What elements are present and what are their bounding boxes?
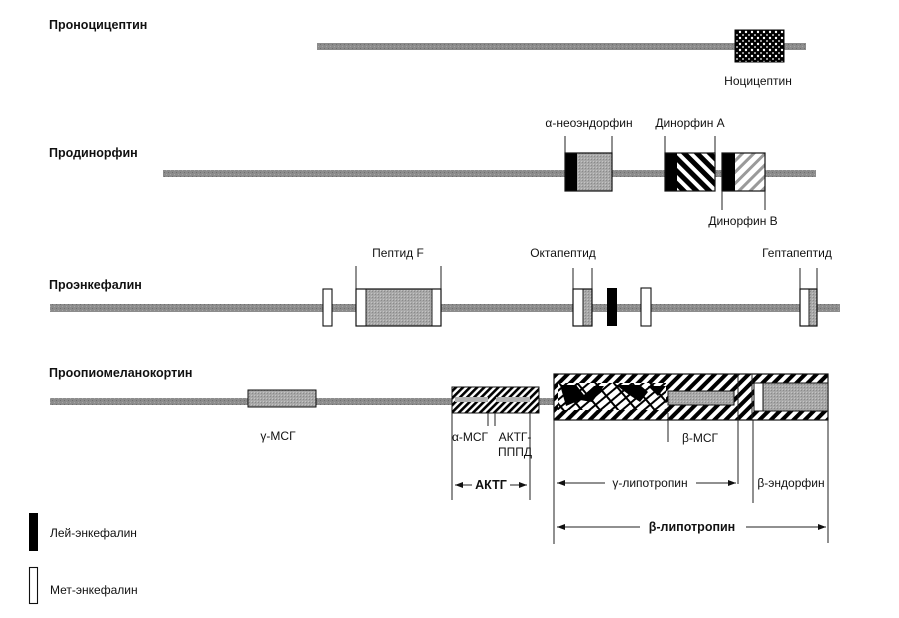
met-enkephalin-segment xyxy=(356,289,366,326)
legend-swatch-black xyxy=(29,513,38,551)
protein-strand xyxy=(317,43,806,50)
acth-block: α-МСГ АКТГ- ПППД АКТГ xyxy=(451,386,540,500)
peptide-heptapeptide: Гептапептид xyxy=(762,246,832,327)
peptide-segment xyxy=(809,289,817,326)
leu-enkephalin-segment xyxy=(665,153,677,191)
legend-item-met-enkephalin: Мет-энкефалин xyxy=(28,566,138,605)
dark-patch xyxy=(560,385,604,406)
span-label: β-липотропин xyxy=(649,520,735,534)
peptide-dynorphin-b: Динорфин В xyxy=(708,152,778,228)
protein-strand xyxy=(50,304,840,312)
met-enkephalin-segment xyxy=(432,289,441,326)
peptide-segment xyxy=(735,153,765,191)
peptide-segment xyxy=(677,153,715,191)
peptide-octapeptide: Октапептид xyxy=(530,246,596,327)
nociceptin-block xyxy=(734,29,785,63)
span-gamma-lipotropin: γ-липотропин xyxy=(557,476,736,490)
peptide-alpha-neoendorphin: α-неоэндорфин xyxy=(545,116,633,192)
peptide-label: Пептид F xyxy=(372,246,424,260)
precursor-pronociceptin: Проноцицептин Ноцицептин xyxy=(49,18,806,88)
peptide-label: Ноцицептин xyxy=(724,74,792,88)
acth-clip-core xyxy=(496,397,530,402)
span-label-acth: АКТГ xyxy=(475,478,507,492)
dark-patch xyxy=(616,385,648,402)
precursor-title: Продинорфин xyxy=(49,146,138,160)
legend-label: Мет-энкефалин xyxy=(50,583,138,597)
precursor-proenkephalin: Проэнкефалин Пептид F Октапептид xyxy=(49,246,840,327)
beta-msh-core xyxy=(667,390,735,406)
alpha-msh-core xyxy=(455,397,488,402)
peptide-label: β-эндорфин xyxy=(757,476,824,490)
peptide-segment xyxy=(577,153,612,191)
peptide-label: γ-МСГ xyxy=(260,429,296,443)
precursor-title: Проопиомеланокортин xyxy=(49,366,192,380)
met-enkephalin-block xyxy=(322,288,333,327)
legend-swatch-white xyxy=(28,566,39,605)
precursor-title: Проноцицептин xyxy=(49,18,147,32)
precursor-title: Проэнкефалин xyxy=(49,278,142,292)
peptide-label: α-МСГ xyxy=(452,430,489,444)
peptide-label: Гептапептид xyxy=(762,246,832,260)
peptide-segment xyxy=(366,289,432,326)
met-enkephalin-segment xyxy=(573,289,583,326)
met-enkephalin-block xyxy=(640,287,652,327)
peptide-dynorphin-a: Динорфин А xyxy=(655,116,725,192)
protein-strand xyxy=(163,170,816,177)
peptide-label: α-неоэндорфин xyxy=(545,116,632,130)
peptide-segment xyxy=(583,289,592,326)
met-enkephalin-segment xyxy=(800,289,809,326)
peptide-label: Динорфин А xyxy=(655,116,724,130)
peptide-peptide-f: Пептид F xyxy=(355,246,442,327)
gamma-msh-block xyxy=(247,389,317,408)
span-beta-lipotropin: β-липотропин xyxy=(557,520,826,534)
peptide-label-line1: АКТГ- xyxy=(499,430,532,444)
dark-patch xyxy=(648,386,666,396)
leu-enkephalin-segment xyxy=(565,153,577,191)
precursor-prodynorphin: Продинорфин α-неоэндорфин Динорфин А Дин… xyxy=(49,116,816,228)
legend-item-leu-enkephalin: Лей-энкефалин xyxy=(29,513,137,551)
span-label: γ-липотропин xyxy=(612,476,687,490)
legend: Лей-энкефалин Мет-энкефалин xyxy=(28,513,138,605)
precursor-proopiomelanocortin: Проопиомеланокортин γ-МСГ α-МСГ АКТГ- ПП… xyxy=(49,366,829,544)
leu-enkephalin-block xyxy=(607,288,617,326)
peptide-label-line2: ПППД xyxy=(498,445,532,459)
peptide-label: Октапептид xyxy=(530,246,596,260)
beta-endorphin-core xyxy=(762,382,829,412)
beta-lipotropin-block xyxy=(553,373,829,421)
peptide-label: β-МСГ xyxy=(682,431,719,445)
met-enkephalin-segment xyxy=(753,382,764,412)
leu-enkephalin-segment xyxy=(722,153,735,191)
peptide-label: Динорфин В xyxy=(708,214,777,228)
legend-label: Лей-энкефалин xyxy=(50,526,137,540)
peptide-nociceptin: Ноцицептин xyxy=(724,29,792,88)
peptide-gamma-msh: γ-МСГ xyxy=(247,389,317,443)
